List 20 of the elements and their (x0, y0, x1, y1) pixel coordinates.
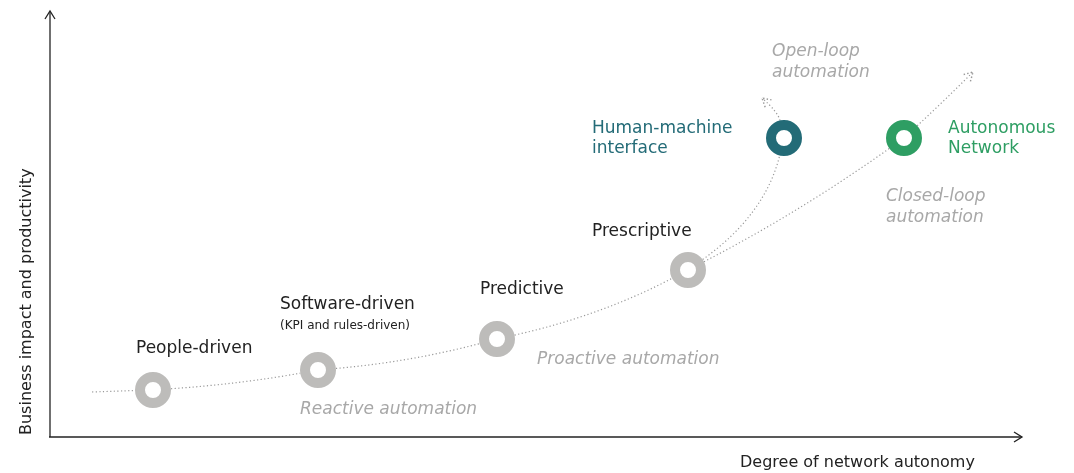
automation-label: Closed-loop automation (886, 185, 987, 227)
stage-label: People-driven (136, 337, 253, 357)
axis-title: Degree of network autonomy (740, 451, 975, 472)
stage-label: Prescriptive (592, 220, 692, 240)
stage-label: Autonomous Network (948, 117, 1057, 157)
dotted-connector (703, 147, 890, 263)
stage-label: Human-machine interface (592, 117, 734, 157)
stage-label: Software-driven (280, 293, 415, 313)
dotted-connector (916, 71, 974, 127)
automation-label: Open-loop automation (772, 40, 871, 82)
dotted-connector (335, 343, 481, 370)
automation-label: Proactive automation (537, 348, 720, 369)
dotted-connector (513, 277, 673, 336)
axis-title: Business impact and productivity (15, 168, 36, 435)
dotted-connector (702, 154, 781, 261)
dotted-connector (761, 97, 781, 122)
dotted-connector (91, 389, 136, 393)
stage-note: (KPI and rules-driven) (280, 318, 411, 332)
automation-label: Reactive automation (300, 398, 478, 419)
stage-label: Predictive (480, 278, 564, 298)
